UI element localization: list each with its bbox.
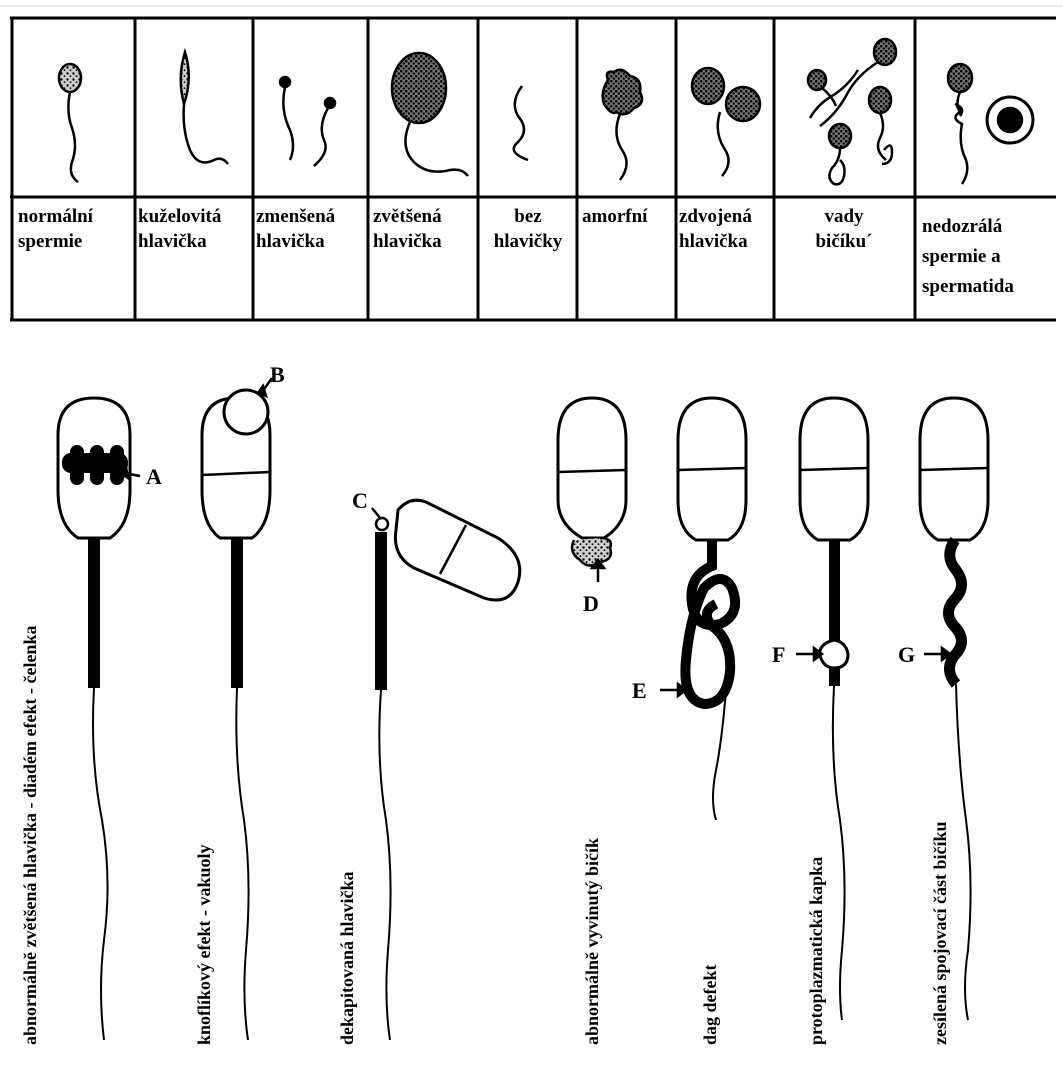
letter-c: C <box>352 488 368 513</box>
sperm-decapitated <box>375 500 520 1040</box>
svg-text:bez: bez <box>514 206 542 227</box>
sketch-headless <box>514 86 528 160</box>
svg-text:hlavička: hlavička <box>679 231 748 252</box>
header-cell-5: bez hlavičky <box>494 206 563 252</box>
svg-text:spermatida: spermatida <box>922 276 1014 297</box>
label-vacuoles: knoflíkový efekt - vakuoly <box>194 844 214 1045</box>
sketch-immature <box>948 64 1033 184</box>
svg-text:bičíku´: bičíku´ <box>815 231 872 252</box>
sketch-normal-sperm <box>59 64 81 182</box>
sperm-dag <box>678 398 746 820</box>
header-cell-3: zmenšená hlavička <box>256 206 336 252</box>
label-thick-midpiece: zesílená spojovací část bičíku <box>930 822 950 1046</box>
letter-f: F <box>772 642 785 667</box>
sketch-small-head <box>280 77 335 166</box>
svg-text:amorfní: amorfní <box>582 206 648 227</box>
svg-text:kuželovitá: kuželovitá <box>138 206 222 227</box>
svg-text:hlavička: hlavička <box>256 231 325 252</box>
svg-text:zdvojená: zdvojená <box>679 206 752 227</box>
letter-e: E <box>632 678 647 703</box>
letter-a: A <box>146 464 162 489</box>
header-cell-8: vady bičíku´ <box>815 206 872 252</box>
header-cell-9: nedozrálá spermie a spermatida <box>922 216 1014 297</box>
header-cell-4: zvětšená hlavička <box>373 206 442 252</box>
sketch-tapered-head <box>181 52 228 164</box>
svg-text:vady: vady <box>824 206 864 227</box>
sperm-abnormal-tail <box>558 398 626 576</box>
svg-text:hlavičky: hlavičky <box>494 231 563 252</box>
svg-text:hlavička: hlavička <box>373 231 442 252</box>
svg-text:spermie a: spermie a <box>922 246 1001 267</box>
letter-g: G <box>898 642 915 667</box>
header-cell-6: amorfní <box>582 206 648 227</box>
header-cell-2: kuželovitá hlavička <box>138 206 222 252</box>
table-grid <box>10 18 1056 320</box>
label-diadem: abnormálně zvětšená hlavička - diadém ef… <box>20 626 40 1045</box>
svg-text:nedozrálá: nedozrálá <box>922 216 1003 237</box>
sketch-amorphous <box>603 70 642 180</box>
label-droplet: protoplazmatická kapka <box>806 857 826 1045</box>
letter-b: B <box>270 362 285 387</box>
label-dag-defect: dag defekt <box>700 964 720 1045</box>
sketch-double-head <box>692 68 760 176</box>
svg-text:zmenšená: zmenšená <box>256 206 336 227</box>
sperm-diadem <box>58 398 130 1040</box>
sketch-large-head <box>392 53 468 176</box>
svg-text:spermie: spermie <box>18 231 82 252</box>
sketch-tail-defects <box>808 39 896 184</box>
morphology-table: normální spermie kuželovitá hlavička zme… <box>10 18 1056 320</box>
header-cell-7: zdvojená hlavička <box>679 206 752 252</box>
letter-d: D <box>583 591 599 616</box>
svg-text:normální: normální <box>18 206 94 227</box>
label-decapitated: dekapitovaná hlavička <box>337 871 357 1045</box>
vertical-labels: abnormálně zvětšená hlavička - diadém ef… <box>20 626 950 1045</box>
svg-text:hlavička: hlavička <box>138 231 207 252</box>
svg-text:zvětšená: zvětšená <box>373 206 442 227</box>
label-abnormal-tail: abnormálně vyvinutý bičík <box>582 838 602 1045</box>
header-cell-1: normální spermie <box>18 206 94 252</box>
